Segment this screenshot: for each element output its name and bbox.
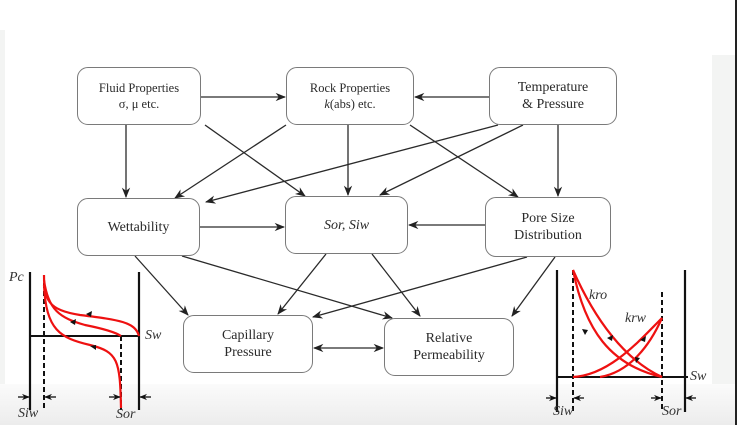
- right-plot-krw-label: krw: [625, 311, 646, 326]
- right-plot-siw-label: Siw: [553, 404, 574, 419]
- edge-pore-to-cap: [311, 256, 528, 319]
- edge-sor-to-cap: [277, 253, 327, 315]
- left-plot-sw-label: Sw: [145, 328, 162, 343]
- background-strip-bottom: [0, 384, 737, 425]
- node-pore-line2: Distribution: [514, 228, 582, 243]
- krw-curve-b: [599, 317, 664, 379]
- node-rock-properties: Rock Properties k(abs) etc.: [286, 67, 414, 125]
- krw-curve-a: [572, 317, 663, 379]
- relative-permeability-plot: [546, 269, 696, 412]
- pc-curve-middle: [42, 279, 122, 337]
- left-plot-siw-label: Siw: [18, 406, 39, 421]
- edge-wett-to-cap: [134, 255, 189, 316]
- right-plot-sw-label: Sw: [690, 369, 707, 384]
- node-sor-siw: Sor, Siw: [285, 196, 408, 254]
- left-plot-sor-label: Sor: [116, 407, 136, 422]
- edge-pore-to-relperm: [511, 256, 556, 317]
- edge-temp-to-wett: [204, 124, 499, 204]
- node-fluid-line2: σ, μ etc.: [118, 97, 160, 111]
- node-rock-line1: Rock Properties: [309, 81, 391, 95]
- kro-curve-b: [571, 269, 663, 378]
- background-strip-left: [0, 30, 5, 425]
- node-rock-line2: k(abs) etc.: [324, 97, 376, 111]
- node-relperm-line2: Permeability: [413, 348, 485, 363]
- node-pore-line1: Pore Size: [521, 211, 575, 226]
- edge-wett-to-relperm: [181, 255, 393, 320]
- window-edge: [735, 0, 737, 425]
- node-cap-line2: Pressure: [224, 345, 272, 360]
- node-sor-line1: Sor, Siw: [323, 217, 370, 233]
- edge-sor-to-relperm: [371, 253, 421, 317]
- pc-curve-drainage: [42, 284, 123, 409]
- node-temp-line2: & Pressure: [522, 97, 584, 112]
- node-temperature-pressure: Temperature & Pressure: [489, 67, 617, 125]
- edge-fluid-to-sor: [204, 124, 306, 197]
- node-capillary-pressure: Capillary Pressure: [183, 315, 313, 373]
- capillary-pressure-plot: [18, 272, 151, 410]
- pc-arrow-3: [90, 345, 96, 350]
- pc-arrow-2: [70, 319, 76, 325]
- node-pore-size-distribution: Pore Size Distribution: [485, 197, 611, 257]
- node-wett-line1: Wettability: [107, 219, 170, 235]
- left-plot-pc-label: Pc: [9, 270, 24, 285]
- right-plot-kro-label: kro: [589, 288, 608, 303]
- node-temp-line1: Temperature: [517, 80, 589, 95]
- node-fluid-properties: Fluid Properties σ, μ etc.: [77, 67, 201, 125]
- node-fluid-line1: Fluid Properties: [98, 81, 180, 95]
- pc-arrow-1: [86, 311, 92, 317]
- edge-rock-to-pore: [409, 124, 519, 198]
- node-relperm-line1: Relative: [425, 331, 473, 346]
- edge-rock-to-wett: [174, 124, 287, 199]
- node-wettability: Wettability: [77, 198, 200, 256]
- node-cap-line1: Capillary: [221, 328, 275, 343]
- kro-curve-a: [571, 269, 663, 379]
- edge-temp-to-sor: [379, 124, 524, 196]
- right-plot-sor-label: Sor: [662, 404, 682, 419]
- background-strip-right: [712, 55, 737, 425]
- node-relative-permeability: Relative Permeability: [384, 318, 514, 376]
